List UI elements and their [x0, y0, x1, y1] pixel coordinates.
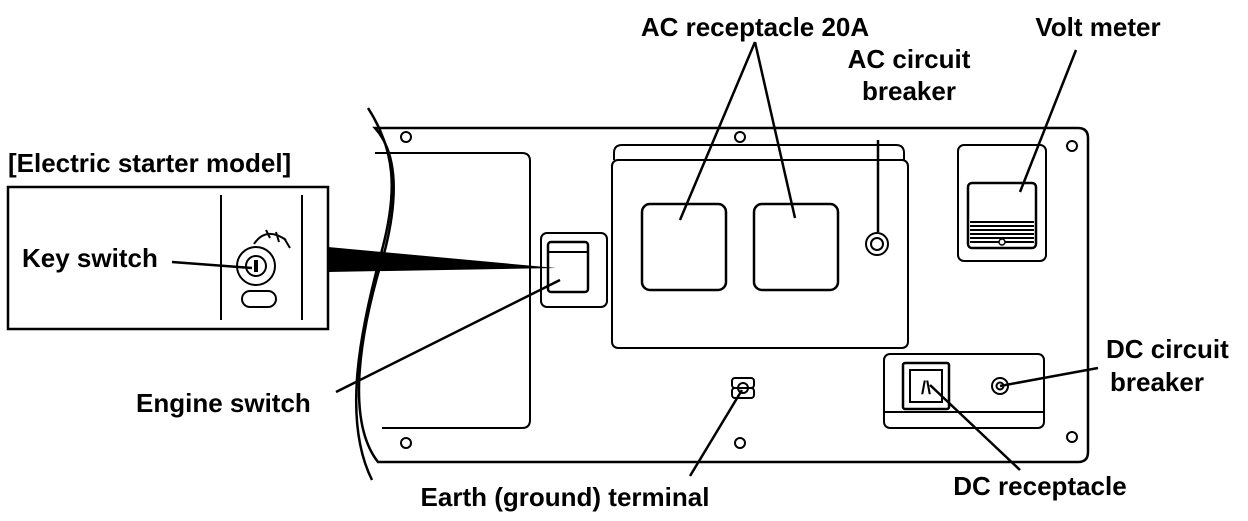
- screw-bottom-right: [1066, 431, 1078, 443]
- screw-bottom-left: [400, 437, 412, 449]
- dc-section-housing: [883, 353, 1045, 429]
- engine-switch-bezel: [540, 232, 608, 308]
- volt-meter-screw: [998, 238, 1006, 246]
- ac-receptacle-housing: [611, 159, 909, 349]
- label-dc-receptacle: DC receptacle: [953, 471, 1126, 501]
- key-switch-inner: [245, 255, 267, 277]
- ac-circuit-breaker-outer: [865, 232, 889, 256]
- volt-meter-face: [966, 181, 1038, 250]
- engine-switch-rocker: [546, 240, 590, 294]
- label-dc-circuit-breaker-line1: DC circuit: [1106, 334, 1229, 364]
- label-electric-starter-model: [Electric starter model]: [8, 148, 291, 178]
- key-switch-slot: [254, 260, 258, 272]
- screw-top-left: [400, 131, 412, 143]
- ac-receptacle-left: [640, 202, 728, 292]
- panel-outline: [357, 126, 1090, 464]
- label-earth-terminal: Earth (ground) terminal: [421, 482, 710, 512]
- screw-bottom-middle: [734, 437, 746, 449]
- screw-top-middle: [734, 131, 746, 143]
- dc-receptacle-outer: [901, 361, 951, 411]
- volt-meter-housing: [957, 144, 1047, 262]
- leader-volt-meter: [1018, 49, 1078, 193]
- leader-ac-receptacle-right: [753, 41, 797, 219]
- label-dc-circuit-breaker-line2: breaker: [1110, 367, 1204, 397]
- left-inner-panel: [375, 152, 531, 429]
- dc-circuit-breaker-outer: [991, 377, 1009, 395]
- key-switch-indicator: [241, 290, 277, 308]
- leader-earth-terminal: [688, 389, 744, 477]
- inset-pointer-wedge: [328, 247, 556, 272]
- label-volt-meter: Volt meter: [1035, 12, 1160, 42]
- dc-receptacle-glyph: /\: [921, 378, 931, 398]
- label-ac-circuit-breaker-line1: AC circuit: [848, 44, 971, 74]
- ac-receptacle-right: [752, 202, 840, 292]
- label-ac-receptacle: AC receptacle 20A: [641, 12, 870, 42]
- leader-engine-switch: [335, 278, 561, 394]
- earth-terminal-icon: [731, 377, 755, 399]
- label-engine-switch: Engine switch: [136, 388, 311, 418]
- label-key-switch: Key switch: [22, 243, 158, 273]
- dc-receptacle-inner: [909, 369, 943, 403]
- ac-receptacle-housing-top: [613, 144, 905, 160]
- label-ac-circuit-breaker-line2: breaker: [862, 76, 956, 106]
- screw-top-right: [1066, 140, 1078, 152]
- ac-circuit-breaker-inner: [870, 237, 884, 251]
- leader-dc-circuit-breaker: [999, 366, 1099, 388]
- inset-key-switch-panel: [6, 185, 330, 331]
- leader-dc-receptacle: [929, 384, 1021, 471]
- key-switch-ignition-marks: [253, 229, 291, 249]
- leader-key-switch: [171, 260, 253, 270]
- leader-ac-receptacle-left: [678, 41, 757, 221]
